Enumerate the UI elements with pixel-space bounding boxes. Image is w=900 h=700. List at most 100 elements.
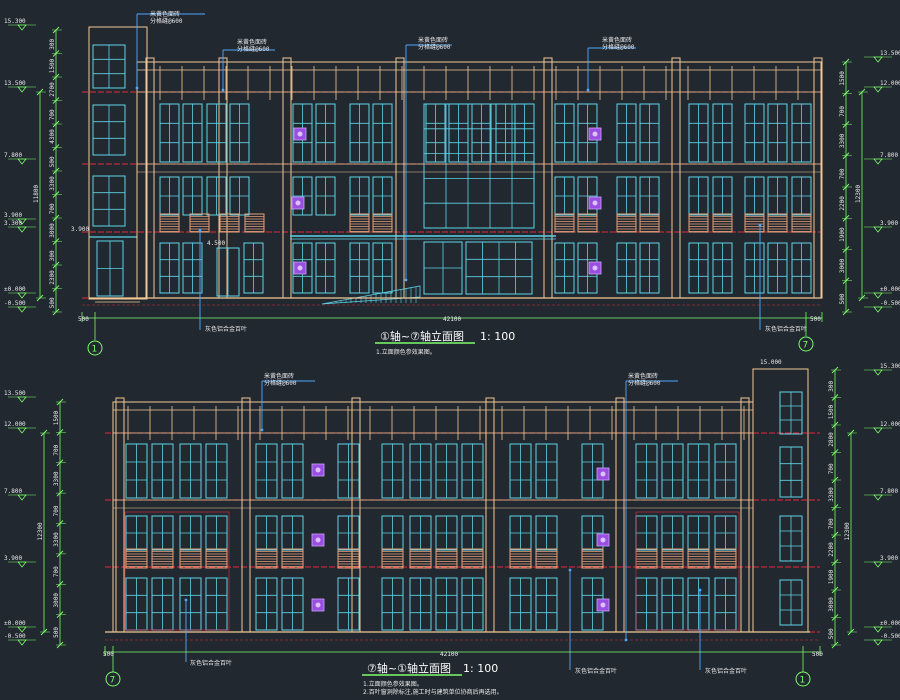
- floor2-louver-6: [337, 548, 360, 569]
- dim-value: 2200: [828, 542, 835, 557]
- floor3-window-8: [409, 443, 432, 499]
- level-value: 3.900: [4, 555, 22, 562]
- bottom-axis-label-left: 7: [110, 676, 116, 686]
- top-note-leader-left: [198, 228, 202, 330]
- stair-window-1: [92, 44, 126, 89]
- dim-value: 3300: [839, 133, 846, 148]
- bottom-level-right-5: -0.500: [864, 633, 900, 646]
- top-callout-3-line1: 米黄色面砖: [418, 36, 448, 44]
- bottom-level-right-3: 3.900: [864, 555, 898, 568]
- floor2-louver-7: [381, 548, 404, 569]
- louver-frame: [712, 213, 733, 233]
- floor2-louver-9: [435, 548, 458, 569]
- floor2-louver-1: [189, 213, 210, 233]
- top-axis-label-left: 1: [92, 345, 98, 355]
- dim-value: 12300: [37, 522, 44, 540]
- top-callout-2-line2: 分格缝@600: [237, 45, 270, 53]
- dim-value: 300: [49, 39, 56, 50]
- floor1-window-5: [281, 577, 304, 631]
- top-level-right-2: 7.800: [864, 152, 898, 165]
- top-level-right-5: -0.500: [864, 300, 900, 313]
- leader-dot: [758, 223, 762, 227]
- dim-value: 700: [828, 463, 835, 474]
- top-note-leader-right: [758, 223, 762, 330]
- floor3-window-0: [159, 103, 180, 163]
- louver-frame: [255, 548, 278, 569]
- bottom-elevation-title: ⑦轴~①轴立面图: [367, 661, 451, 675]
- dim-value: 500: [49, 297, 56, 308]
- floor2-window-9: [577, 176, 598, 216]
- top-callout-leader-2: [221, 49, 275, 92]
- floor2-window-13: [581, 515, 604, 551]
- louver-frame: [151, 548, 174, 569]
- level-value: 7.800: [4, 488, 22, 495]
- floor3-window-4: [255, 443, 278, 499]
- dim-value: 700: [53, 566, 60, 577]
- top-callout-leader-3: [404, 44, 452, 282]
- bottom-left-end-dimension: 500: [103, 651, 114, 658]
- leader-dot: [260, 428, 264, 432]
- floor2-window-0: [125, 515, 148, 551]
- floor1-window-0: [159, 242, 180, 294]
- bottom-axis-bubble-right: [795, 671, 811, 687]
- louver-frame: [688, 213, 709, 233]
- floor3-window-1: [151, 443, 174, 499]
- window-frame: [423, 103, 535, 229]
- floor2-louver-13: [767, 213, 788, 233]
- top-elevation-note: 1.立面颜色参效果图。: [376, 348, 436, 356]
- floor2-louver-13: [581, 548, 604, 569]
- bottom-vent-3: [596, 467, 610, 481]
- bottom-elevation-scale: 1: 100: [463, 662, 498, 675]
- floor1-window-10: [639, 242, 660, 294]
- top-level-left-6: -0.500: [4, 300, 36, 313]
- louver-frame: [205, 548, 228, 569]
- dim-value: 700: [49, 203, 56, 214]
- top-callout-leader-4: [586, 47, 636, 92]
- dim-value: 2700: [49, 82, 56, 97]
- floor2-louver-12: [535, 548, 558, 569]
- top-level-right-4: ±0.000: [864, 286, 900, 299]
- floor2-louver-8: [616, 213, 637, 233]
- dim-value: 2800: [828, 432, 835, 447]
- floor3-window-2: [206, 103, 227, 163]
- dim-value: 12300: [844, 522, 851, 540]
- dim-value: 700: [53, 505, 60, 516]
- floor2-louver-2: [179, 548, 202, 569]
- floor2-louver-17: [714, 548, 737, 569]
- leader-dot: [624, 638, 628, 642]
- bottom-top-level-label: 15.000: [760, 359, 782, 366]
- floor3-window-7: [381, 443, 404, 499]
- floor3-window-21: [791, 103, 812, 163]
- level-value: -0.500: [880, 300, 900, 307]
- floor2-window-1: [182, 176, 203, 216]
- bottom-callout-1-line2: 分格缝@600: [264, 379, 297, 387]
- level-value: 7.800: [880, 488, 898, 495]
- top-level-right-1: 12.000: [864, 80, 900, 93]
- bottom-level-right-2: 7.800: [864, 488, 898, 501]
- level-value: 3.300: [4, 220, 22, 227]
- louver-frame: [509, 548, 532, 569]
- bottom-callout-2-line1: 米黄色面砖: [628, 372, 658, 380]
- vent-grille: [315, 537, 321, 543]
- bottom-callout-2-line2: 分格缝@600: [628, 379, 661, 387]
- top-level-left-1: 13.500: [4, 80, 36, 93]
- level-value: 3.900: [880, 220, 898, 227]
- louver-frame: [179, 548, 202, 569]
- level-value: 13.500: [880, 50, 900, 57]
- level-value: 12.000: [880, 421, 900, 428]
- floor2-window-7: [372, 176, 393, 216]
- level-value: ±0.000: [880, 286, 900, 293]
- top-callout-4-line1: 米黄色面砖: [602, 36, 632, 44]
- level-value: 7.800: [880, 152, 898, 159]
- level-value: -0.500: [4, 633, 26, 640]
- louver-frame: [381, 548, 404, 569]
- top-left-dim-chain-b: 11800: [33, 88, 46, 302]
- floor1-window-14: [767, 242, 788, 294]
- elevation-7-to-1: 1500700330070033007003000500123003001500…: [4, 363, 900, 672]
- floor1-window-9: [435, 577, 458, 631]
- leader-dot: [221, 88, 225, 92]
- level-value: 13.500: [4, 80, 26, 87]
- floor1-window-4: [255, 577, 278, 631]
- level-value: 15.300: [880, 363, 900, 370]
